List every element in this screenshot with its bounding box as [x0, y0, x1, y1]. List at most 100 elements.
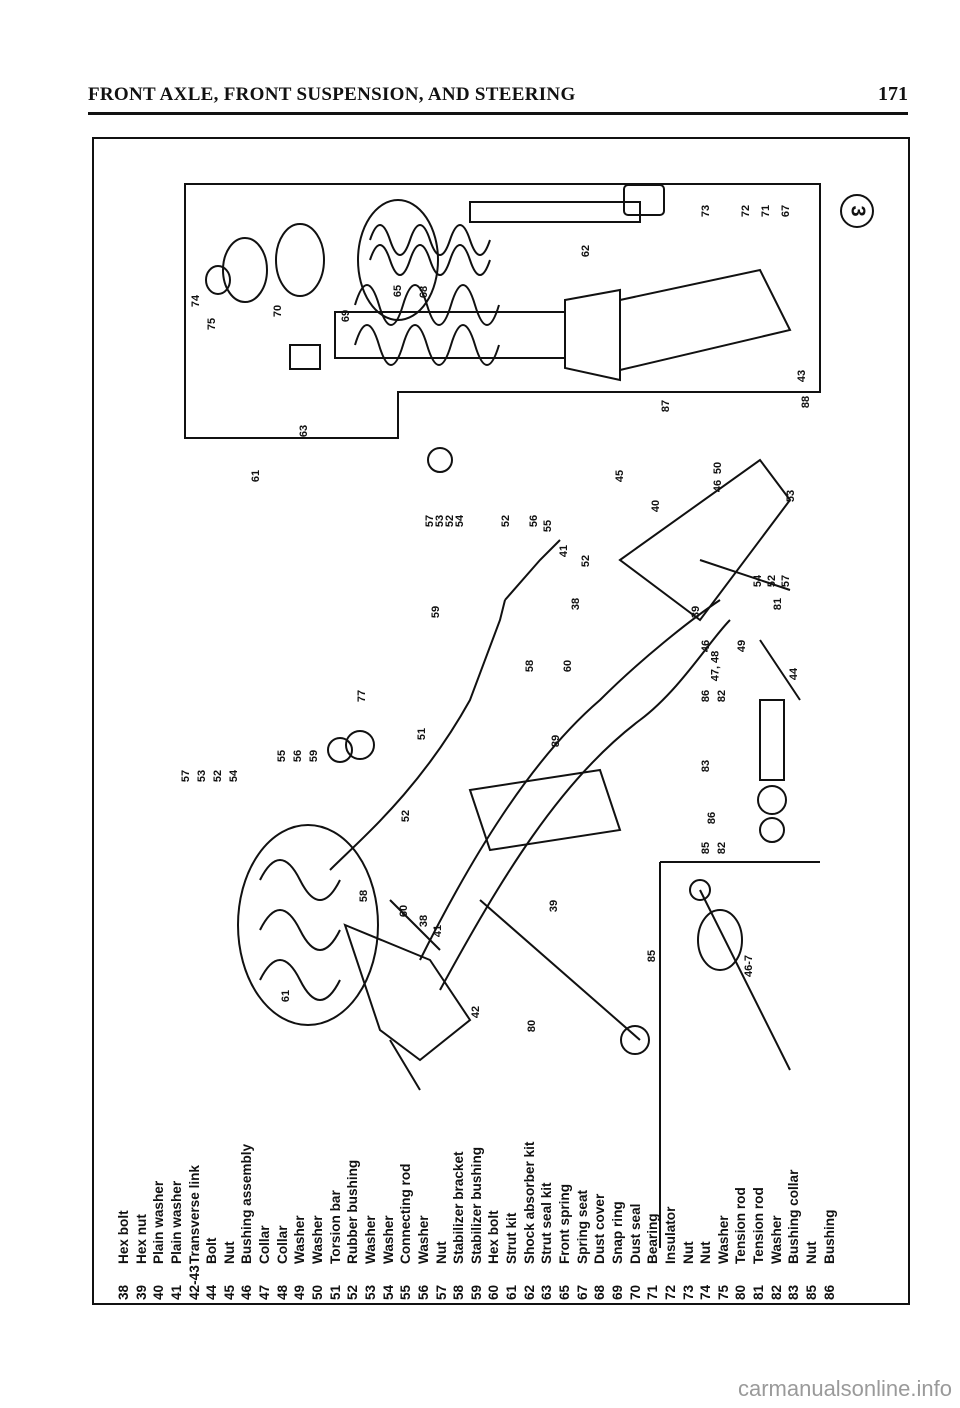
- legend-item-number: 54: [380, 1284, 396, 1300]
- insulator: [222, 237, 268, 303]
- callout-41-right: 41: [558, 544, 571, 558]
- legend-item-number: 62: [521, 1284, 537, 1300]
- legend-item-number: 59: [468, 1284, 484, 1300]
- callout-54-b: 54: [752, 574, 765, 588]
- legend-item-number: 68: [592, 1284, 608, 1300]
- legend-item-description: Hex bolt: [486, 1210, 502, 1264]
- callout-54-left: 54: [228, 769, 241, 783]
- callout-68: 68: [418, 285, 431, 299]
- legend-item-number: 52: [345, 1284, 361, 1300]
- knuckle-arm: [619, 268, 792, 371]
- transverse-link-right: [618, 458, 792, 622]
- crossmember-front: [419, 599, 721, 961]
- legend-item-description: Front spring: [557, 1183, 573, 1264]
- callout-40: 40: [650, 499, 663, 513]
- bushing-assembly-inset: [697, 909, 743, 971]
- tension-rod-right-end: [759, 639, 801, 701]
- callout-54-right: 54: [454, 514, 467, 528]
- legend-item-number: 81: [751, 1284, 767, 1300]
- callout-82-top: 82: [716, 689, 729, 703]
- bushing-collar: [759, 699, 785, 781]
- callout-75: 75: [206, 317, 219, 331]
- legend-item-description: Strut seal kit: [539, 1182, 555, 1264]
- legend-item-number: 51: [327, 1284, 343, 1300]
- legend-item-description: Torsion bar: [327, 1190, 343, 1264]
- stabilizer-bar-end: [504, 539, 561, 601]
- callout-38-left: 38: [418, 914, 431, 928]
- callout-55-right: 55: [542, 519, 555, 533]
- callout-86-bottom: 86: [706, 811, 719, 825]
- legend-item-description: Nut: [433, 1241, 449, 1264]
- callout-85-left: 85: [646, 949, 659, 963]
- legend-item-number: 83: [786, 1284, 802, 1300]
- legend-item-number: 71: [645, 1284, 661, 1300]
- callout-46-7: 46-7: [743, 954, 756, 978]
- tension-rod-inset: [699, 889, 791, 1071]
- callout-63: 63: [298, 424, 311, 438]
- legend-item-number: 49: [292, 1284, 308, 1300]
- legend-item-description: Hex bolt: [116, 1210, 131, 1264]
- callout-85-bottom: 85: [700, 841, 713, 855]
- tension-rod-bushing-left: [620, 1025, 650, 1055]
- legend-item-description: Bushing collar: [786, 1169, 802, 1264]
- spring-coils-upper: [369, 224, 491, 276]
- legend-item-number: 82: [768, 1284, 784, 1300]
- legend-item-description: Nut: [803, 1241, 819, 1264]
- callout-58-left: 58: [358, 889, 371, 903]
- left-strut-knuckle: [343, 923, 472, 1062]
- callout-82-bottom: 82: [716, 841, 729, 855]
- spring-coils-lower: [354, 284, 500, 366]
- callout-52-d: 52: [766, 574, 779, 588]
- legend-item-description: Stabilizer bushing: [468, 1146, 484, 1264]
- legend-item: 38 Hex bolt: [115, 1090, 133, 1300]
- tension-rod-right: [699, 559, 791, 591]
- legend-item: 83 Bushing collar: [785, 1090, 803, 1300]
- bolt-77: [345, 730, 375, 760]
- legend-item-number: 48: [274, 1284, 290, 1300]
- legend-item-description: Plain washer: [151, 1180, 167, 1264]
- rod-end: [623, 184, 665, 216]
- legend-item-number: 86: [821, 1284, 837, 1300]
- callout-38-right: 38: [570, 597, 583, 611]
- legend-item-description: Nut: [680, 1241, 696, 1264]
- legend-item-description: Dust seal: [627, 1203, 643, 1264]
- legend-item-description: Tension rod: [751, 1187, 767, 1264]
- strut-inset-frame: [184, 183, 821, 439]
- legend-item: 73 Nut: [680, 1090, 698, 1300]
- legend-item-number: 46: [239, 1284, 255, 1300]
- legend-item-description: Rubber bushing: [345, 1159, 361, 1264]
- spindle: [389, 1039, 421, 1091]
- callout-74: 74: [190, 294, 203, 308]
- legend-item-number: 80: [733, 1284, 749, 1300]
- legend-item-number: 38: [116, 1284, 131, 1300]
- callout-89: 89: [550, 734, 563, 748]
- callout-83: 83: [700, 759, 713, 773]
- legend-item-description: Washer: [310, 1215, 326, 1264]
- legend-item-number: 85: [803, 1284, 819, 1300]
- legend-item-description: Dust cover: [592, 1193, 608, 1264]
- legend-item: 59 Stabilizer bushing: [468, 1090, 486, 1300]
- callout-70: 70: [272, 304, 285, 318]
- page-title: FRONT AXLE, FRONT SUSPENSION, AND STEERI…: [88, 84, 576, 105]
- transverse-link-left: [389, 899, 441, 951]
- callout-44: 44: [788, 667, 801, 681]
- watermark: carmanualsonline.info: [737, 1376, 952, 1401]
- callout-53-b: 53: [785, 489, 798, 503]
- callout-41-left: 41: [432, 924, 445, 938]
- legend-item-number: 73: [680, 1284, 696, 1300]
- legend-item-number: 45: [221, 1284, 237, 1300]
